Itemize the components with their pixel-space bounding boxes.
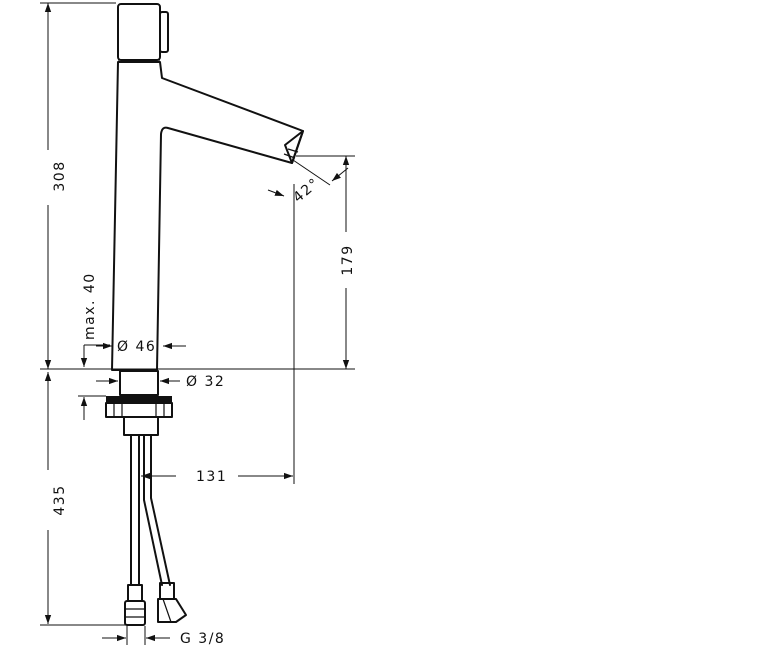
label-435: 435 <box>52 484 68 515</box>
faucet-spout <box>111 61 304 371</box>
mounting-parts <box>105 370 173 436</box>
label-179: 179 <box>340 244 356 275</box>
label-diameter-32: Ø 32 <box>186 374 225 390</box>
label-42-degrees: 42° <box>290 175 323 206</box>
label-g-3-8: G 3/8 <box>180 631 225 647</box>
faucet-body <box>111 3 304 371</box>
dimension-connection-thread: G 3/8 <box>102 626 225 647</box>
supply-hoses <box>124 434 187 626</box>
label-131: 131 <box>196 469 227 485</box>
label-308: 308 <box>52 160 68 191</box>
dimension-spout-reach: 131 <box>141 184 295 485</box>
dimension-body-diameter: Ø 46 <box>96 339 186 355</box>
dimension-shank-diameter: Ø 32 <box>96 374 225 390</box>
dimension-spout-height: 179 <box>296 155 356 369</box>
dimension-total-height: 308 <box>40 2 116 369</box>
faucet-cap <box>117 3 161 61</box>
dimension-spout-angle: 42° <box>267 159 349 206</box>
dimension-hose-length: 435 <box>40 372 126 626</box>
label-max-40: max. 40 <box>82 272 98 340</box>
dimension-max-deck-thickness: max. 40 <box>78 272 110 420</box>
label-diameter-46: Ø 46 <box>117 339 156 355</box>
